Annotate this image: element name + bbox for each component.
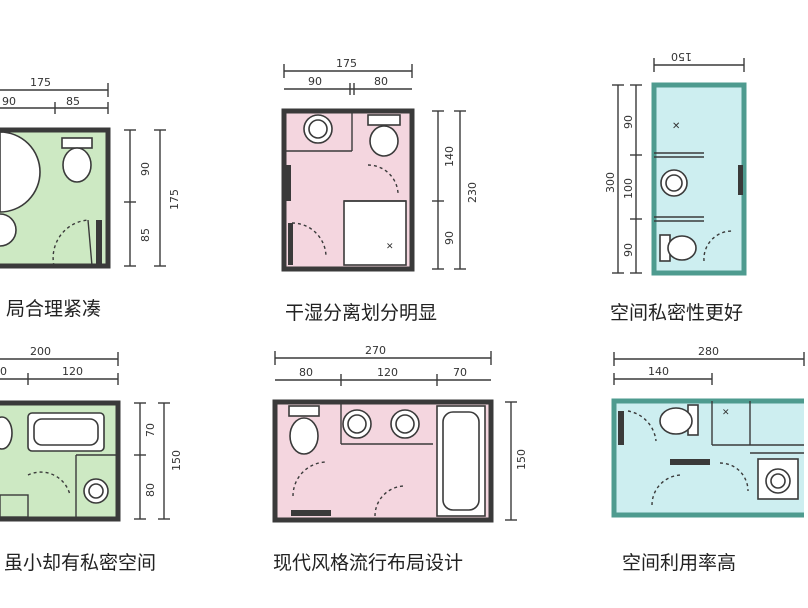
- svg-text:✕: ✕: [386, 242, 394, 252]
- floorplan-2: 175 90 80 ✕ 140 230 90: [270, 55, 490, 285]
- dim-p2-right-a: 140: [443, 146, 456, 167]
- dim-p4-top-a: 0: [0, 365, 7, 378]
- dim-p5-right: 150: [515, 449, 528, 470]
- dim-p3-left-total: 300: [604, 172, 617, 193]
- floorplan-3: 150 ✕ 300 90 100 90: [600, 45, 770, 285]
- dim-p6-top-total: 280: [698, 345, 719, 358]
- caption-5: 现代风格流行布局设计: [273, 552, 464, 574]
- floorplan-6-drawing: 280 140 ✕: [611, 345, 805, 518]
- svg-text:✕: ✕: [672, 121, 680, 132]
- svg-text:✕: ✕: [722, 408, 730, 418]
- caption-6: 空间利用率高: [622, 552, 737, 574]
- dim-p4-right-a: 70: [144, 423, 157, 437]
- dim-p5-top-b: 120: [377, 366, 398, 379]
- dim-p2-right-total: 230: [466, 182, 479, 203]
- floorplan-2-drawing: 175 90 80 ✕ 140 230 90: [281, 57, 479, 272]
- floorplan-5-drawing: 270 80 120 70 150: [272, 344, 528, 523]
- floorplan-4-drawing: 200 0 120 70 150 80: [0, 345, 183, 522]
- dim-p1-right-b: 85: [139, 228, 152, 242]
- dim-p1-top-a: 90: [2, 95, 16, 108]
- dim-p4-top-b: 120: [62, 365, 83, 378]
- floorplan-5: 270 80 120 70 150: [265, 340, 528, 540]
- floorplan-1: 175 90 85 90 85 175: [0, 70, 200, 280]
- dim-p5-top-a: 80: [299, 366, 313, 379]
- dim-p2-top-b: 80: [374, 75, 388, 88]
- dim-p4-right-total: 150: [170, 450, 183, 471]
- dim-p3-left-a: 90: [622, 115, 635, 129]
- floorplan-1-drawing: 175 90 85 90 85 175: [0, 76, 181, 269]
- dim-p3-left-b: 100: [622, 178, 635, 199]
- floorplan-3-drawing: 150 ✕ 300 90 100 90: [604, 50, 747, 276]
- dim-p3-left-c: 90: [622, 243, 635, 257]
- dim-p1-top-b: 85: [66, 95, 80, 108]
- dim-p2-top-a: 90: [308, 75, 322, 88]
- dim-p3-top: 150: [671, 50, 692, 63]
- caption-4: 虽小却有私密空间: [4, 552, 157, 574]
- dim-p5-top-c: 70: [453, 366, 467, 379]
- dim-p2-top-total: 175: [336, 57, 357, 70]
- caption-1: 局合理紧凑: [6, 298, 102, 320]
- dim-p6-top-a: 140: [648, 365, 669, 378]
- dim-p1-right-total: 175: [168, 189, 181, 210]
- dim-p4-top-total: 200: [30, 345, 51, 358]
- dim-p4-right-b: 80: [144, 483, 157, 497]
- dim-p5-top-total: 270: [365, 344, 386, 357]
- dim-p2-right-b: 90: [443, 231, 456, 245]
- floorplan-6: 280 140 ✕: [600, 345, 808, 535]
- caption-3: 空间私密性更好: [610, 302, 744, 324]
- floorplan-4: 200 0 120 70 150 80: [0, 345, 200, 535]
- caption-2: 干湿分离划分明显: [285, 302, 438, 324]
- dim-p1-right-a: 90: [139, 162, 152, 176]
- dim-p1-top-total: 175: [30, 76, 51, 89]
